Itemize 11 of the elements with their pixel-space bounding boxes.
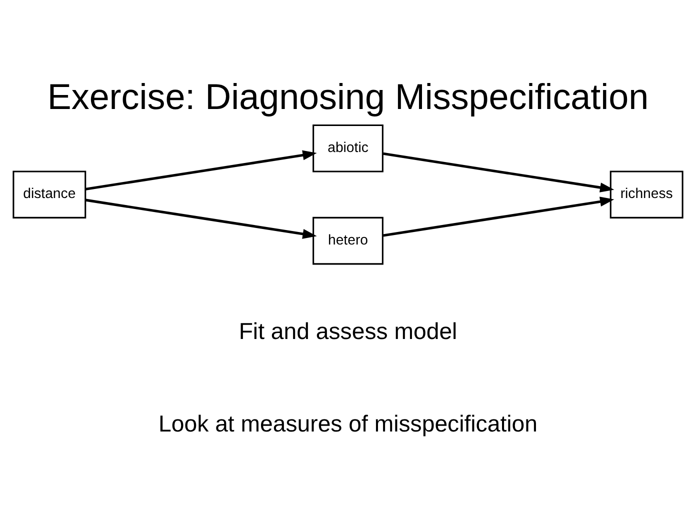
arrow bbox=[383, 152, 614, 192]
node-box: distance bbox=[12, 170, 86, 218]
label: Look at measures of misspecification bbox=[158, 410, 538, 436]
arrow bbox=[383, 196, 614, 236]
label: Fit and assess model bbox=[238, 317, 458, 344]
node-box: richness bbox=[610, 170, 684, 218]
node-box: hetero bbox=[312, 216, 384, 264]
arrow bbox=[86, 150, 317, 190]
arrow bbox=[86, 198, 317, 238]
diagram-title: Exercise: Diagnosing Misspecification bbox=[47, 76, 649, 117]
node-box: abiotic bbox=[312, 124, 384, 172]
